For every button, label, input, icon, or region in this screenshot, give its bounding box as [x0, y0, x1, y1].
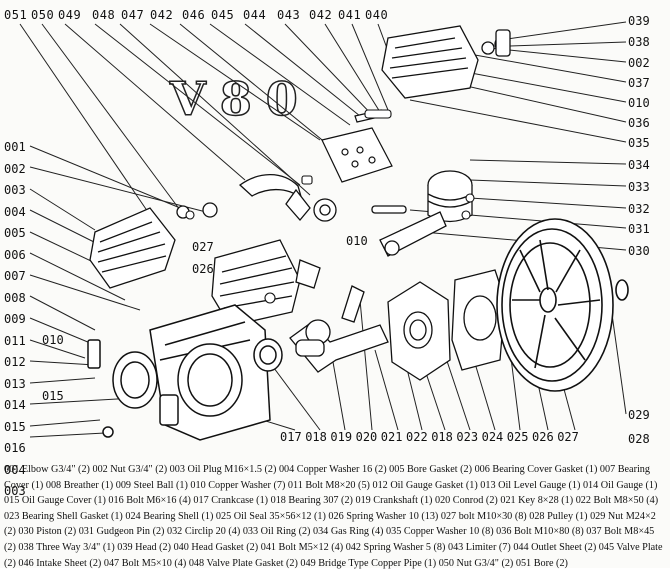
- bottom-callout-6: 018: [431, 430, 453, 444]
- right-callout-7: 034: [628, 158, 650, 172]
- left-callout-2: 003: [4, 183, 26, 197]
- top-callout-1: 050: [31, 8, 55, 22]
- callout-015-left: 015: [42, 389, 64, 403]
- crankshaft: [289, 319, 389, 373]
- bottom-callout-9: 025: [506, 430, 529, 444]
- right-callout-0: 039: [628, 14, 650, 28]
- cylinder-block: [211, 239, 365, 327]
- right-callout-13: 028: [628, 432, 650, 446]
- bottom-callout-3: 020: [355, 430, 378, 444]
- top-callout-8: 044: [243, 8, 267, 22]
- bottom-callout-2: 019: [330, 430, 353, 444]
- right-callout-5: 036: [628, 116, 650, 130]
- top-callout-12: 040: [365, 8, 389, 22]
- bottom-callout-1: 018: [305, 430, 327, 444]
- bridge-copper-pipe: [238, 174, 337, 222]
- bottom-callout-0: 017: [280, 430, 302, 444]
- crankcase: [87, 304, 283, 441]
- left-callout-12: 014: [4, 398, 26, 412]
- left-callout-8: 009: [4, 312, 26, 326]
- top-callout-11: 041: [338, 8, 362, 22]
- top-callout-5: 042: [150, 8, 174, 22]
- bottom-callout-4: 021: [380, 430, 403, 444]
- bottom-callout-10: 026: [532, 430, 554, 444]
- valve-plate-right: [321, 109, 393, 183]
- left-callout-14: 016: [4, 441, 26, 455]
- top-callout-4: 047: [121, 8, 145, 22]
- top-callout-10: 042: [309, 8, 333, 22]
- left-callout-5: 006: [4, 247, 26, 262]
- left-callout-0: 001: [4, 140, 26, 154]
- left-callout-13: 015: [4, 419, 26, 434]
- pulley: [496, 218, 629, 392]
- cylinder-head-left: [89, 202, 218, 289]
- right-callout-8: 033: [628, 180, 650, 194]
- right-callout-1: 038: [628, 35, 650, 49]
- left-callout-9: 011: [4, 333, 26, 348]
- top-callout-3: 048: [92, 8, 116, 22]
- bottom-callout-5: 022: [406, 430, 428, 444]
- bottom-callout-11: 027: [557, 430, 579, 444]
- bottom-callout-7: 023: [456, 430, 479, 444]
- right-callout-11: 030: [628, 244, 650, 258]
- right-callout-12: 029: [628, 408, 650, 422]
- right-callout-6: 035: [628, 136, 650, 150]
- right-callout-3: 037: [628, 76, 650, 90]
- left-callout-1: 002: [4, 161, 26, 176]
- left-callout-7: 008: [4, 290, 26, 305]
- top-callout-6: 046: [182, 8, 206, 22]
- piston-assembly: [371, 170, 473, 257]
- left-callout-6: 007: [4, 269, 26, 283]
- top-leader-lines: [19, 23, 396, 216]
- right-callout-9: 032: [628, 202, 650, 216]
- right-callout-2: 002: [628, 56, 650, 70]
- left-callout-4: 005: [4, 226, 26, 240]
- top-callout-7: 045: [211, 8, 235, 22]
- left-callout-16: 003: [4, 484, 26, 498]
- callout-010-left: 010: [42, 333, 64, 347]
- callout-010-inner: 010: [346, 234, 368, 248]
- small-parts: [185, 109, 475, 304]
- bottom-callout-8: 024: [481, 430, 504, 444]
- top-callout-0: 051: [4, 8, 28, 22]
- callout-027-inner: 027: [192, 240, 214, 254]
- top-callout-2: 049: [58, 8, 82, 22]
- left-callout-10: 012: [4, 355, 26, 369]
- left-callout-15: 004: [4, 462, 26, 477]
- cylinder-head-right: [381, 25, 511, 99]
- right-callout-10: 031: [628, 222, 650, 236]
- parts-legend: 001 Elbow G3/4" (2) 002 Nut G3/4" (2) 00…: [4, 464, 663, 569]
- left-callout-3: 004: [4, 204, 26, 219]
- right-callout-4: 010: [628, 96, 650, 110]
- callout-026-inner: 026: [192, 262, 214, 276]
- left-callout-11: 013: [4, 376, 26, 391]
- top-callout-9: 043: [277, 8, 301, 22]
